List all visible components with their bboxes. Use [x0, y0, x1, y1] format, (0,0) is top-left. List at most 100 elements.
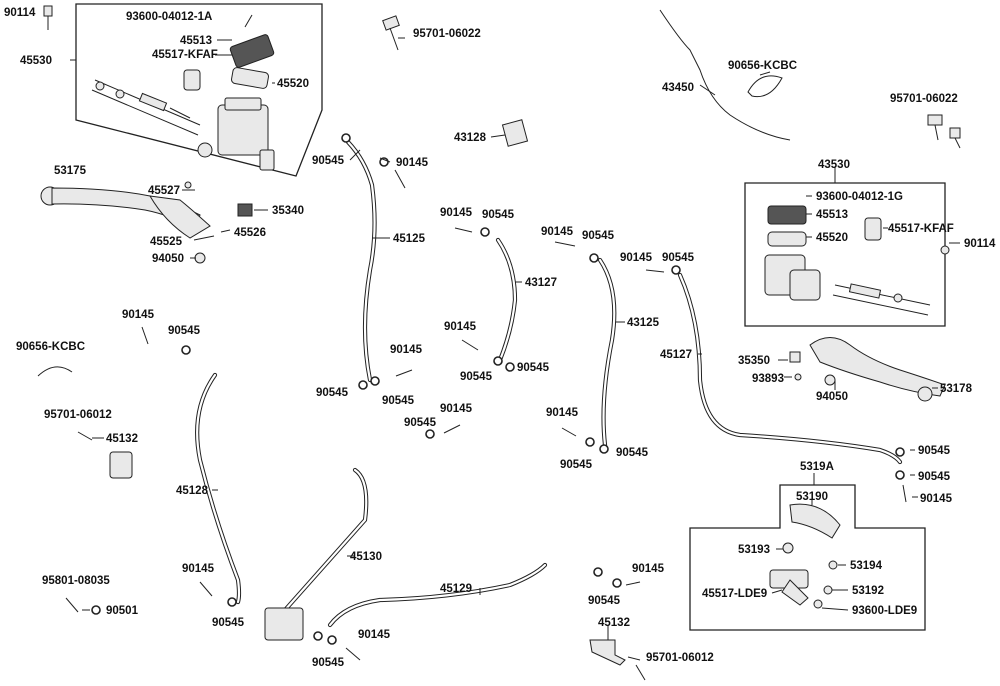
- label-45132-bottom: 45132: [598, 617, 630, 629]
- label-95701-06012-bottom: 95701-06012: [646, 652, 714, 664]
- label-93600-lde9: 93600-LDE9: [852, 605, 917, 617]
- joint-block: [264, 607, 304, 641]
- label-90545-c: 90545: [582, 230, 615, 242]
- label-90545-f1: 90545: [460, 371, 493, 383]
- hose-45130: [282, 467, 369, 613]
- label-90545-h: 90545: [404, 417, 437, 429]
- label-90545-g1: 90545: [316, 387, 349, 399]
- label-90145-e: 90145: [122, 309, 155, 321]
- bolt-95701-06022-right: [927, 114, 961, 149]
- label-43530: 43530: [818, 159, 850, 171]
- label-53190: 53190: [796, 491, 828, 503]
- label-93600-04012-1a: 93600-04012-1A: [126, 11, 212, 23]
- part-labels: 90114 93600-04012-1A 45513 45517-KFAF 45…: [4, 7, 996, 669]
- label-45530: 45530: [20, 55, 52, 67]
- hose-45127: [677, 272, 903, 465]
- label-90145-b: 90145: [440, 207, 473, 219]
- label-90545-b: 90545: [482, 209, 515, 221]
- label-90145-c: 90145: [541, 226, 574, 238]
- label-95701-06022-top: 95701-06022: [413, 28, 481, 40]
- label-43125: 43125: [627, 317, 660, 329]
- label-90545-d: 90545: [662, 252, 695, 264]
- label-45130: 45130: [350, 551, 382, 563]
- label-95801-08035: 95801-08035: [42, 575, 110, 587]
- label-95701-06022-right: 95701-06022: [890, 93, 958, 105]
- label-53194: 53194: [850, 560, 883, 572]
- label-95701-06012-left: 95701-06012: [44, 409, 112, 421]
- bolt-95701-06022-top: [382, 15, 400, 51]
- hose-43125: [597, 257, 617, 448]
- label-90114-tl: 90114: [4, 7, 36, 19]
- bolt-90114-left: [43, 5, 53, 30]
- label-45125: 45125: [393, 233, 426, 245]
- washers: [181, 133, 905, 645]
- label-90145-i: 90145: [546, 407, 579, 419]
- label-90545-i1: 90545: [560, 459, 593, 471]
- label-93893: 93893: [752, 373, 784, 385]
- switch-assembly-box: [689, 484, 926, 631]
- label-53193: 53193: [738, 544, 770, 556]
- bracket-43128: [501, 119, 529, 147]
- label-5319a: 5319A: [800, 461, 834, 473]
- label-90145-k: 90145: [182, 563, 215, 575]
- label-90545-f2: 90545: [517, 362, 550, 374]
- bolts: [141, 169, 907, 661]
- label-45520-r: 45520: [816, 232, 848, 244]
- hose-45125: [345, 139, 377, 383]
- master-cylinder-box-left: [75, 3, 323, 177]
- brake-lever-left: [40, 181, 253, 264]
- label-45526: 45526: [234, 227, 266, 239]
- label-90545-g2: 90545: [382, 395, 415, 407]
- label-90145-a: 90145: [396, 157, 429, 169]
- hose-43127: [495, 237, 518, 363]
- bolt-95701-06012-left: [77, 431, 93, 441]
- label-35340: 35340: [272, 205, 304, 217]
- label-90145-d: 90145: [620, 252, 653, 264]
- label-45517-kfaf-l: 45517-KFAF: [152, 49, 218, 61]
- label-94050-l: 94050: [152, 253, 184, 265]
- switch-assembly: [769, 503, 841, 609]
- label-45525: 45525: [150, 236, 183, 248]
- cable-clamp-top: [747, 75, 783, 98]
- label-90545-a: 90545: [312, 155, 345, 167]
- label-43127: 43127: [525, 277, 557, 289]
- label-90145-l: 90145: [358, 629, 391, 641]
- label-90545-j2: 90545: [918, 471, 951, 483]
- label-53175: 53175: [54, 165, 87, 177]
- clamp-90656-left: [37, 366, 73, 377]
- label-43128: 43128: [454, 132, 487, 144]
- label-53192: 53192: [852, 585, 884, 597]
- label-90545-l: 90545: [312, 657, 345, 669]
- master-cylinder-right: [764, 205, 950, 316]
- label-90545-k: 90545: [212, 617, 245, 629]
- brake-lever-right: [789, 337, 946, 402]
- clip-45132-bottom: [589, 639, 626, 666]
- label-93600-04012-1g: 93600-04012-1G: [816, 191, 903, 203]
- label-90545-e: 90545: [168, 325, 201, 337]
- label-90656-kcbc-top: 90656-KCBC: [728, 60, 797, 72]
- label-90545-m: 90545: [588, 595, 621, 607]
- label-90545-i2: 90545: [616, 447, 649, 459]
- hose-45128: [195, 372, 242, 605]
- label-90145-h: 90145: [440, 403, 473, 415]
- leader-lines: [70, 14, 960, 661]
- hose-45129: [327, 562, 548, 628]
- label-90145-f: 90145: [444, 321, 477, 333]
- clip-45132-left: [109, 451, 133, 479]
- label-45513-r: 45513: [816, 209, 848, 221]
- label-35350: 35350: [738, 355, 770, 367]
- label-45127: 45127: [660, 349, 692, 361]
- label-45517-kfaf-r: 45517-KFAF: [888, 223, 954, 235]
- label-90545-j1: 90545: [918, 445, 951, 457]
- label-45129: 45129: [440, 583, 472, 595]
- label-45132-left: 45132: [106, 433, 138, 445]
- label-90145-j: 90145: [920, 493, 953, 505]
- label-90145-g: 90145: [390, 344, 423, 356]
- label-45520-l: 45520: [277, 78, 309, 90]
- label-43450: 43450: [662, 82, 694, 94]
- bolt-95701-06012-bottom: [635, 664, 646, 681]
- label-90114-r: 90114: [964, 238, 996, 250]
- label-45513-l: 45513: [180, 35, 212, 47]
